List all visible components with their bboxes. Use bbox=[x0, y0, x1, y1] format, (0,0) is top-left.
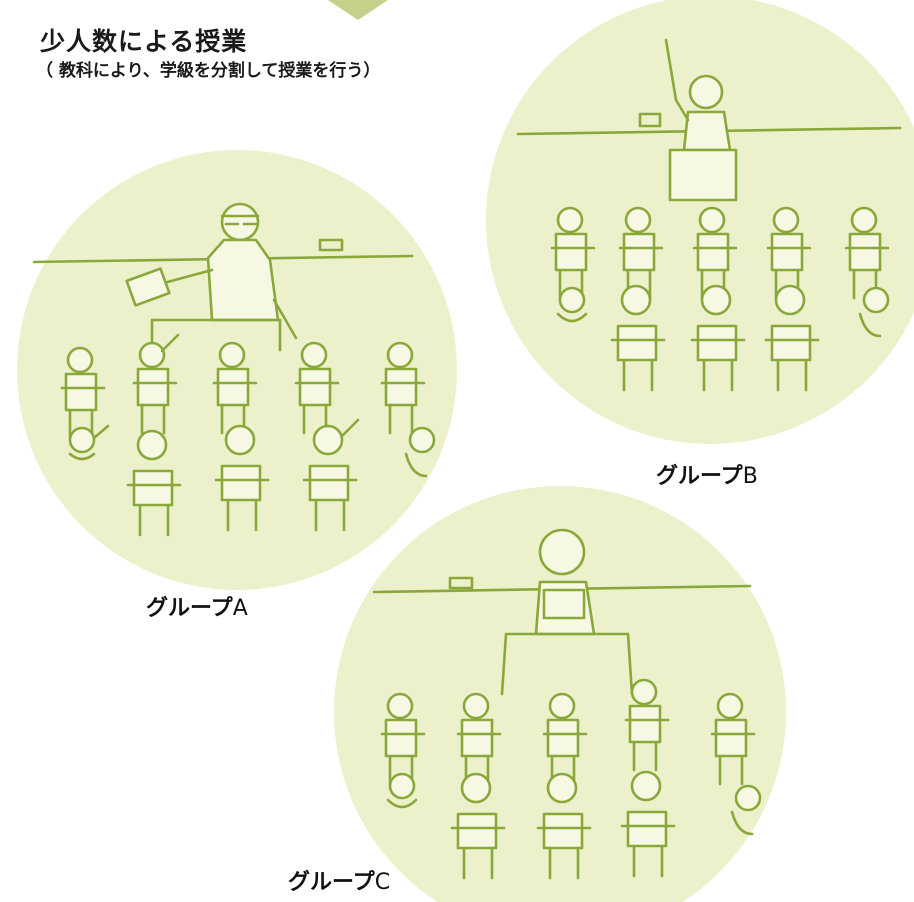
group-c-label: グループC bbox=[288, 864, 390, 896]
students-row-1 bbox=[380, 678, 756, 786]
page-subtitle: （ 教科により、学級を分割して授業を行う） bbox=[36, 61, 381, 81]
teacher-figure bbox=[125, 202, 298, 352]
group-c-label-suffix: C bbox=[374, 870, 391, 895]
group-b-label: グループB bbox=[656, 458, 758, 490]
group-a-label-suffix: A bbox=[232, 596, 248, 621]
teacher-figure bbox=[500, 528, 634, 696]
down-arrow-icon bbox=[328, 0, 388, 20]
students-row-2 bbox=[68, 418, 436, 537]
students-row-1 bbox=[550, 206, 890, 300]
group-c-label-prefix: グループ bbox=[288, 870, 375, 895]
students-row-1 bbox=[60, 333, 426, 440]
group-b-label-prefix: グループ bbox=[656, 464, 743, 489]
teacher-figure bbox=[664, 38, 738, 202]
group-b-illustration bbox=[486, 0, 914, 444]
page-title: 少人数による授業 bbox=[40, 27, 248, 56]
group-c-illustration bbox=[334, 486, 786, 902]
students-row-2 bbox=[556, 284, 890, 392]
group-a-label: グループA bbox=[146, 590, 248, 622]
group-a-illustration bbox=[17, 150, 457, 590]
students-row-2 bbox=[386, 770, 762, 880]
group-a-label-prefix: グループ bbox=[146, 596, 233, 621]
group-b-label-suffix: B bbox=[742, 464, 758, 489]
